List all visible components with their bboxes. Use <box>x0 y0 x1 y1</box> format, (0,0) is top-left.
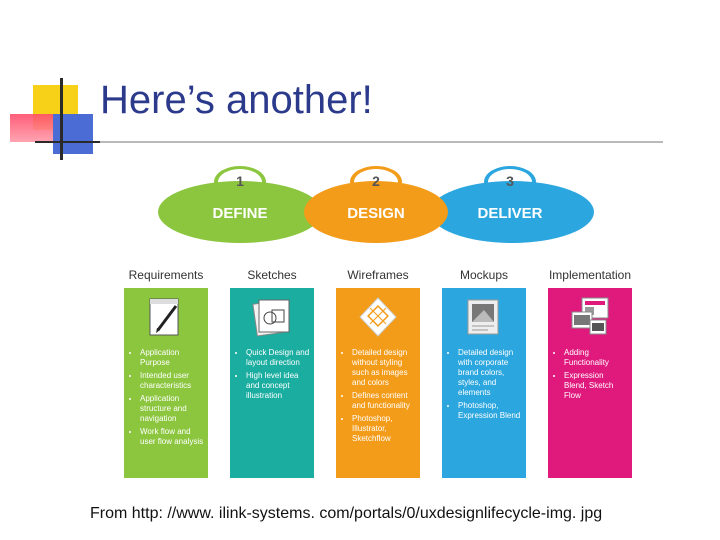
title-underline <box>35 141 100 143</box>
stage-number-3: 3 <box>506 173 514 189</box>
panel-mockups: Detailed design with corporate brand col… <box>442 288 526 478</box>
stage-number-2: 2 <box>372 173 380 189</box>
list-item: Detailed design with corporate brand col… <box>458 348 522 398</box>
list-item: Intended user characteristics <box>140 371 204 391</box>
stage-label-design: DESIGN <box>347 205 405 222</box>
panel-requirements: Application Purpose Intended user charac… <box>124 288 208 478</box>
ux-lifecycle-diagram: 1 2 3 DEFINE DESIGN DELIVER Requirements… <box>120 160 640 485</box>
stage-pill-define <box>158 181 322 243</box>
slide-title: Here’s another! <box>100 78 373 122</box>
panel-wireframes: Detailed design without styling such as … <box>336 288 420 478</box>
list-item: Expression Blend, Sketch Flow <box>564 371 628 401</box>
logo-pink-bar <box>10 114 60 142</box>
stage-bar: 1 2 3 DEFINE DESIGN DELIVER <box>158 166 594 243</box>
mockup-icon <box>467 299 499 335</box>
column-heading-mockups: Mockups <box>459 268 509 282</box>
stage-label-deliver: DELIVER <box>477 205 542 222</box>
title-underline-light <box>100 141 663 143</box>
panel-sketches: Quick Design and layout direction High l… <box>230 288 314 478</box>
logo-vertical-line <box>60 78 63 160</box>
list-item: Application Purpose <box>140 348 204 368</box>
stage-pill-design <box>304 181 448 243</box>
list-item: Defines content and functionality <box>352 391 416 411</box>
column-heading-sketches: Sketches <box>247 268 297 282</box>
list-item: Work flow and user flow analysis <box>140 427 204 447</box>
list-item: Detailed design without styling such as … <box>352 348 416 388</box>
stage-label-define: DEFINE <box>212 205 267 222</box>
document-pen-icon <box>149 298 179 336</box>
screens-icon <box>571 297 609 335</box>
panel-implementation: Adding Functionality Expression Blend, S… <box>548 288 632 478</box>
column-heading-implementation: Implementation <box>548 268 632 282</box>
list-item: Application structure and navigation <box>140 394 204 424</box>
stage-pill-deliver <box>430 181 594 243</box>
panel-list-wireframes: Detailed design without styling such as … <box>342 348 416 447</box>
list-item: Photoshop, Illustrator, Sketchflow <box>352 414 416 444</box>
list-item: Adding Functionality <box>564 348 628 368</box>
source-caption: From http: //www. ilink-systems. com/por… <box>90 505 603 522</box>
column-heading-wireframes: Wireframes <box>347 268 409 282</box>
column-heading-requirements: Requirements <box>128 268 204 282</box>
panel-list-requirements: Application Purpose Intended user charac… <box>130 348 204 450</box>
logo-blue-square <box>53 114 93 154</box>
panel-list-implementation: Adding Functionality Expression Blend, S… <box>554 348 628 404</box>
list-item: High level idea and concept illustration <box>246 371 310 401</box>
panel-list-mockups: Detailed design with corporate brand col… <box>448 348 522 424</box>
wireframe-icon <box>359 297 397 337</box>
stage-number-1: 1 <box>236 173 244 189</box>
sketch-icon <box>252 299 290 337</box>
list-item: Photoshop, Expression Blend <box>458 401 522 421</box>
list-item: Quick Design and layout direction <box>246 348 310 368</box>
panel-list-sketches: Quick Design and layout direction High l… <box>236 348 310 404</box>
